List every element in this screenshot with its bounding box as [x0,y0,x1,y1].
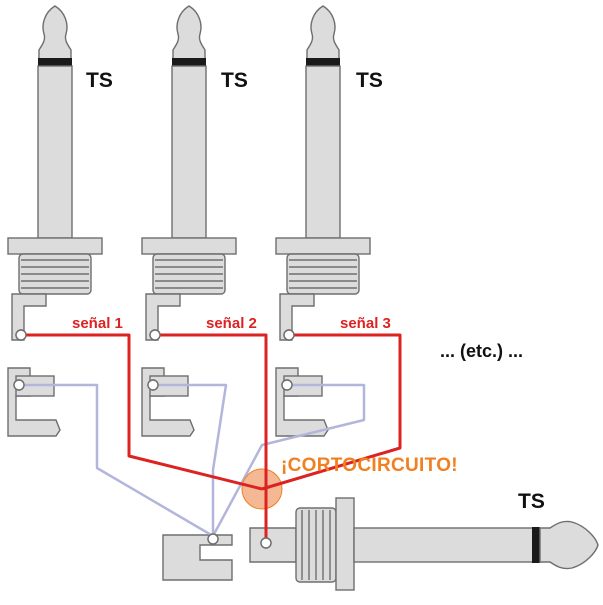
signal-wire-2 [155,333,268,543]
plug-2-sleeve [171,65,207,239]
output-tip [539,520,599,570]
plug-3-tip [306,5,340,63]
plug-1-tip [38,5,72,63]
plug-1-insulator-ring [38,58,72,66]
ground-wire-1 [19,383,214,538]
plug-2-tip-hole-top [149,329,161,341]
etc-label: ... (etc.) ... [440,341,524,361]
signal-wire-3 [261,333,402,491]
output-collar [335,497,355,591]
plug-1-tip-hole-top [15,329,27,341]
plug-1-sleeve [37,65,73,239]
output-plug-type-label: TS [518,490,545,513]
plug-3-tip-hole-top [283,329,295,341]
output-sleeve-hole-top [207,533,219,545]
signal-2-label: señal 2 [206,315,257,332]
short-circuit-label: ¡CORTOCIRCUITO! [281,455,458,476]
plug-1-collar [7,237,103,255]
output-tip-lug [249,527,297,563]
output-sleeve-lug [162,534,233,581]
plug-1-sleeve-hole-top [13,379,25,391]
plug-2-collar [141,237,237,255]
output-insulator-ring [532,527,540,563]
plug-1-type-label: TS [86,69,113,92]
plug-2-insulator-ring [172,58,206,66]
plug-3-type-label: TS [356,69,383,92]
plug-2 [141,5,237,437]
ground-wire-2 [153,383,228,536]
plug-3-tip-lug [279,293,315,341]
output-sleeve [353,527,535,563]
plug-3-sleeve [305,65,341,239]
plug-2-tip [172,5,206,63]
plug-2-type-label: TS [221,69,248,92]
plug-1-tip-lug [11,293,47,341]
plug-3-collar [275,237,371,255]
plug-3-insulator-ring [306,58,340,66]
ground-wire-3 [211,383,366,537]
plug-2-tip-lug [145,293,181,341]
signal-wire-1 [21,333,263,491]
signal-3-label: señal 3 [340,315,391,332]
output-tip-hole-top [260,537,272,549]
plug-3-sleeve-hole-top [281,379,293,391]
signal-1-label: señal 1 [72,315,123,332]
plug-2-sleeve-hole-top [147,379,159,391]
